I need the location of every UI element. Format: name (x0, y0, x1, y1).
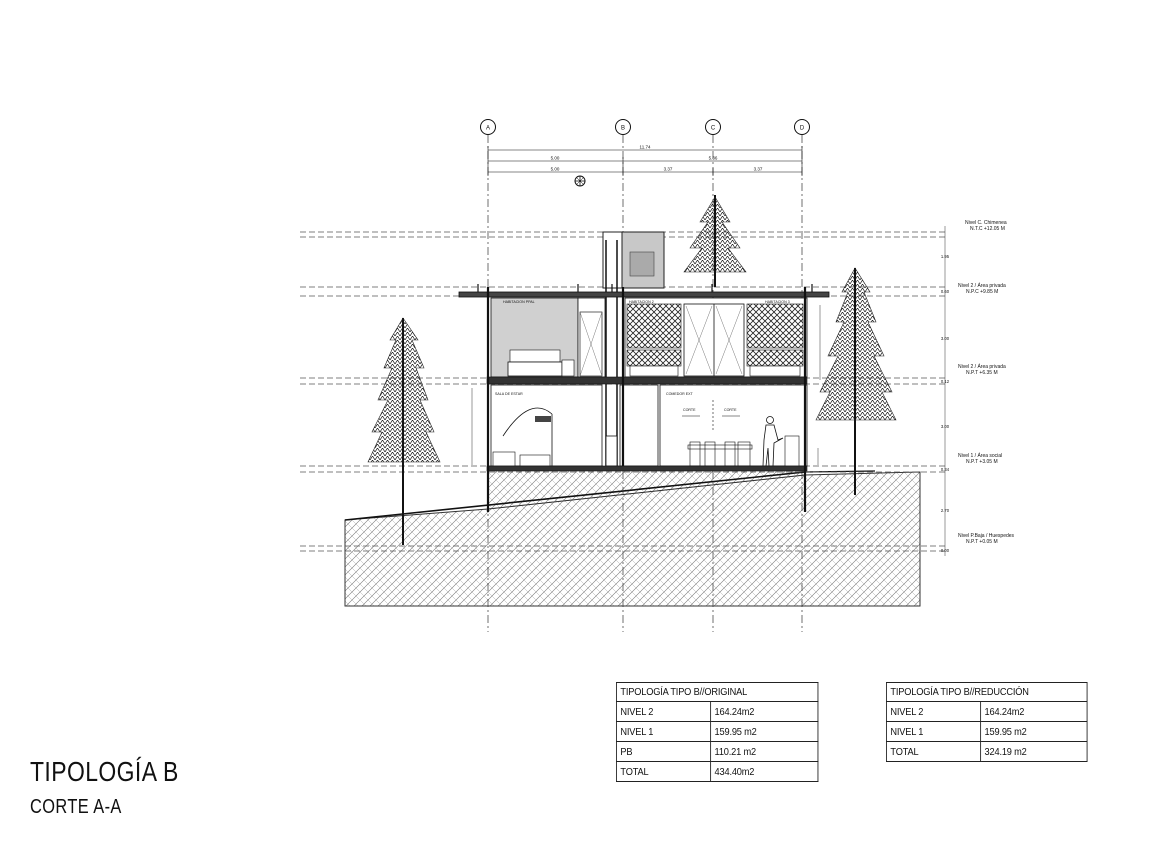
tree-icon (367, 317, 441, 545)
table-row: TOTAL 324.19 m2 (886, 741, 1088, 762)
level-5-name: Nivel P.Baja / Huespedes (958, 533, 1015, 539)
dim-upper-1: 5.00 (551, 156, 560, 161)
height-4: 0.12 (941, 379, 950, 384)
level-1 (490, 384, 808, 467)
height-2: 0.60 (941, 289, 950, 294)
row-label: TOTAL (616, 761, 712, 782)
row-value: 164.24m2 (710, 701, 819, 722)
row-label: NIVEL 2 (886, 701, 982, 722)
table-row: NIVEL 2 164.24m2 (886, 701, 1088, 722)
page-title: TIPOLOGÍA B (30, 756, 179, 787)
vertical-dims (471, 305, 821, 465)
table-row: NIVEL 2 164.24m2 (616, 701, 819, 722)
level-4-name: Nivel 1 / Área social (958, 452, 1002, 459)
row-value: 324.19 m2 (980, 741, 1088, 762)
grid-axes: A B C D (480, 119, 810, 632)
axis-a: A (486, 126, 490, 132)
north-icon (574, 175, 586, 187)
dim-lower-3: 3.37 (754, 167, 763, 172)
axis-d: D (800, 126, 805, 132)
level-4-value: N.P.T +3.05 M (966, 459, 998, 465)
height-8: 0.00 (941, 548, 950, 553)
area-table-original: TIPOLOGÍA TIPO B//ORIGINAL NIVEL 2 164.2… (616, 682, 819, 782)
table-row: PB 110.21 m2 (616, 741, 819, 762)
columns (486, 287, 807, 512)
row-value: 434.40m2 (710, 761, 819, 782)
tree-icon (815, 267, 897, 495)
row-label: PB (616, 741, 712, 762)
row-value: 110.21 m2 (710, 741, 819, 762)
row-value: 164.24m2 (980, 701, 1088, 722)
ground-slab (486, 465, 808, 472)
height-5: 3.00 (941, 424, 950, 429)
room-label-bedroom-3: HABITACION 3 (765, 300, 790, 304)
dim-overall: 11.74 (640, 145, 651, 150)
height-7: 2.70 (941, 508, 950, 513)
row-label: NIVEL 1 (616, 721, 712, 742)
person-icon (762, 416, 800, 467)
room-label-corte-1: CORTE (683, 408, 696, 412)
room-label-bedroom-2: HABITACION 2 (629, 300, 654, 304)
room-label-living: SALA DE ESTAR (495, 392, 523, 396)
level-5-value: N.P.T +0.05 M (966, 539, 998, 545)
level-2-value: N.P.C +9.85 M (966, 289, 998, 295)
table-title: TIPOLOGÍA TIPO B//ORIGINAL (616, 682, 819, 702)
table-title: TIPOLOGÍA TIPO B//REDUCCIÓN (886, 682, 1088, 702)
row-label: NIVEL 1 (886, 721, 982, 742)
row-value: 159.95 m2 (980, 721, 1088, 742)
level-3-name: Nivel 2 / Área privada (958, 363, 1006, 370)
floor-slab (486, 376, 808, 385)
row-label: TOTAL (886, 741, 982, 762)
level-1-value: N.T.C +12.05 M (970, 226, 1005, 232)
row-value: 159.95 m2 (710, 721, 819, 742)
axis-b: B (621, 126, 625, 132)
axis-c: C (711, 126, 716, 132)
tree-icon (683, 195, 747, 287)
level-1-name: Nivel C. Chimenea (965, 220, 1007, 226)
room-label-dining: COMEDOR EXT (666, 392, 694, 396)
room-label-corte-2: CORTE (724, 408, 737, 412)
dim-lower-2: 3.37 (664, 167, 673, 172)
height-3: 3.00 (941, 336, 950, 341)
table-row: NIVEL 1 159.95 m2 (616, 721, 819, 742)
table-row: NIVEL 1 159.95 m2 (886, 721, 1088, 742)
level-2 (490, 297, 808, 378)
dim-upper-2: 5.36 (709, 156, 718, 161)
height-6: 0.34 (941, 467, 950, 472)
dimension-chains (487, 146, 803, 176)
row-label: NIVEL 2 (616, 701, 712, 722)
level-3-value: N.P.T +6.35 M (966, 370, 998, 376)
chimney (602, 231, 665, 467)
height-1: 1.95 (941, 254, 950, 259)
dim-lower-1: 5.00 (551, 167, 560, 172)
area-table-reduccion: TIPOLOGÍA TIPO B//REDUCCIÓN NIVEL 2 164.… (886, 682, 1088, 762)
roof-slab (458, 284, 830, 298)
page-subtitle: CORTE A-A (30, 796, 122, 818)
level-2-name: Nivel 2 / Área privada (958, 282, 1006, 289)
room-label-bedroom-main: HABITACION PPAL (503, 300, 535, 304)
table-row: TOTAL 434.40m2 (616, 761, 819, 782)
